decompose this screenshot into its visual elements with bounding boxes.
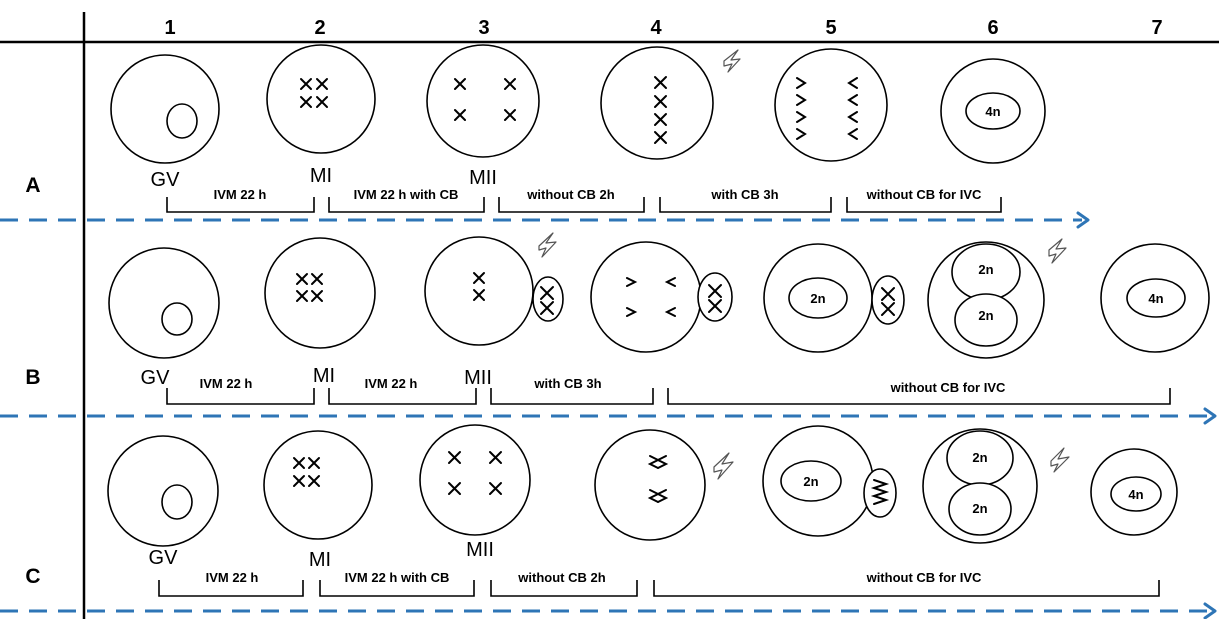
oocyte-mi [264,237,376,349]
stage-label-mi: MI [310,165,332,187]
lightning-bolt-icon [723,49,741,73]
column-header-7: 7 [1151,17,1162,39]
lightning-bolt-icon [1050,447,1070,473]
oocyte-gv [108,247,220,359]
column-header-3: 3 [478,17,489,39]
column-header-2: 2 [314,17,325,39]
row-label-a: A [25,174,40,197]
step-brackets-a [166,197,1002,213]
column-header-4: 4 [650,17,662,39]
step-label: without CB for IVC [866,570,982,585]
column-headers: 1 2 3 4 5 6 7 [164,17,1162,39]
step-label: with CB 3h [710,187,778,202]
step-label: IVM 22 h [214,187,267,202]
step-label: IVM 22 h with CB [354,187,459,202]
stage-label-gv: GV [149,547,179,569]
column-header-6: 6 [987,17,998,39]
row-b: 2n 2n 2n 4n GV MI MII [0,232,1217,425]
oocyte-mi [263,430,373,540]
stage-label-gv: GV [141,367,171,389]
step-label: IVM 22 h with CB [345,570,450,585]
oocyte-tetraploid: 4n [1100,243,1210,353]
oocyte-diploid: 2n [763,243,905,353]
stage-label-mii: MII [466,539,494,561]
row-label-c: C [25,565,40,588]
step-label: without CB 2h [526,187,614,202]
column-header-5: 5 [825,17,836,39]
row-a: 4n GV MI MII IVM 22 h IVM 22 h with CB w… [0,44,1090,229]
oocyte-tetraploid: 4n [940,58,1046,164]
ploidy-label: 2n [803,474,818,489]
row-c: 2n 2n 2n 4n GV MI MII [0,424,1217,619]
stage-label-mi: MI [309,549,331,571]
step-brackets-c [158,580,1160,597]
step-label: with CB 3h [533,376,601,391]
ploidy-label: 4n [1128,487,1143,502]
ploidy-label: 4n [985,104,1000,119]
lightning-bolt-icon [538,232,557,258]
ploidy-label: 2n [978,308,993,323]
ploidy-label: 2n [972,450,987,465]
ploidy-label: 2n [810,291,825,306]
step-label: IVM 22 h [200,376,253,391]
step-label: without CB for IVC [890,380,1006,395]
oocyte-activation [594,429,734,541]
oocyte-mii-polar-body [424,232,564,346]
step-label: without CB 2h [517,570,605,585]
row-label-b: B [25,366,40,389]
ploidy-label: 2n [972,501,987,516]
stage-label-mi: MI [313,365,335,387]
oocyte-anaphase [774,48,888,162]
step-label: without CB for IVC [866,187,982,202]
two-cell-embryo: 2n 2n [927,238,1067,359]
oocyte-tetraploid: 4n [1090,448,1178,536]
column-header-1: 1 [164,17,175,39]
stage-label-gv: GV [151,169,181,191]
stage-label-mii: MII [469,167,497,189]
step-brackets-b [166,388,1171,405]
lightning-bolt-icon [713,452,734,480]
ploidy-label: 2n [978,262,993,277]
stage-label-mii: MII [464,367,492,389]
oocyte-diploid: 2n [762,425,897,537]
oocyte-activation [600,46,741,160]
oocyte-mi [266,44,376,154]
oocyte-mii [426,44,540,158]
row-labels: A B C [25,174,40,588]
step-label: IVM 22 h [365,376,418,391]
ploidy-label: 4n [1148,291,1163,306]
oocyte-gv [110,54,220,164]
step-label: IVM 22 h [206,570,259,585]
oocyte-mii [419,424,531,536]
oocyte-anaphase [590,241,733,353]
two-cell-embryo: 2n 2n [922,428,1070,544]
oocyte-gv [107,435,219,547]
lightning-bolt-icon [1048,238,1067,264]
